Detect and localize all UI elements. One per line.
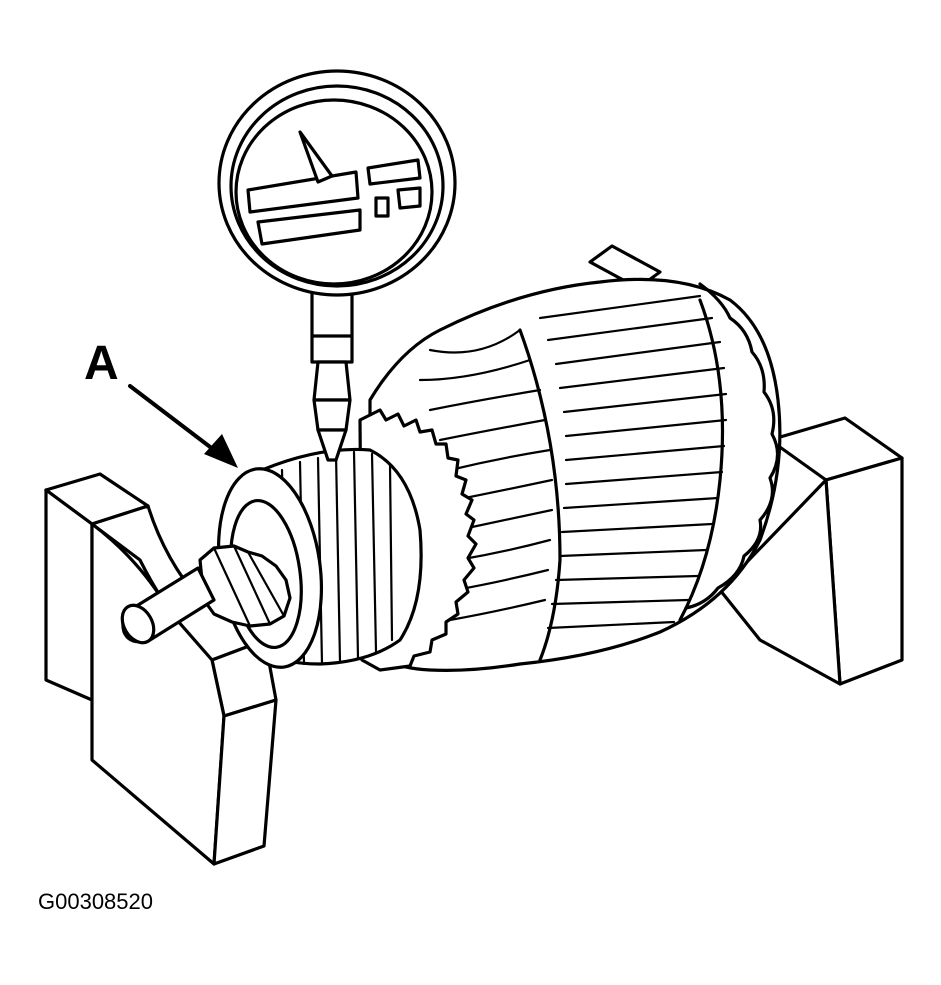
callout-label-a: A xyxy=(84,337,119,390)
callout-arrow xyxy=(128,384,238,468)
front-v-block xyxy=(44,472,278,866)
armature xyxy=(358,277,782,672)
rear-v-block xyxy=(588,244,904,686)
armature-slots xyxy=(538,294,728,630)
pinion-hub xyxy=(120,447,423,669)
figure-id: G00308520 xyxy=(38,889,153,914)
dial-indicator-icon xyxy=(217,69,457,462)
